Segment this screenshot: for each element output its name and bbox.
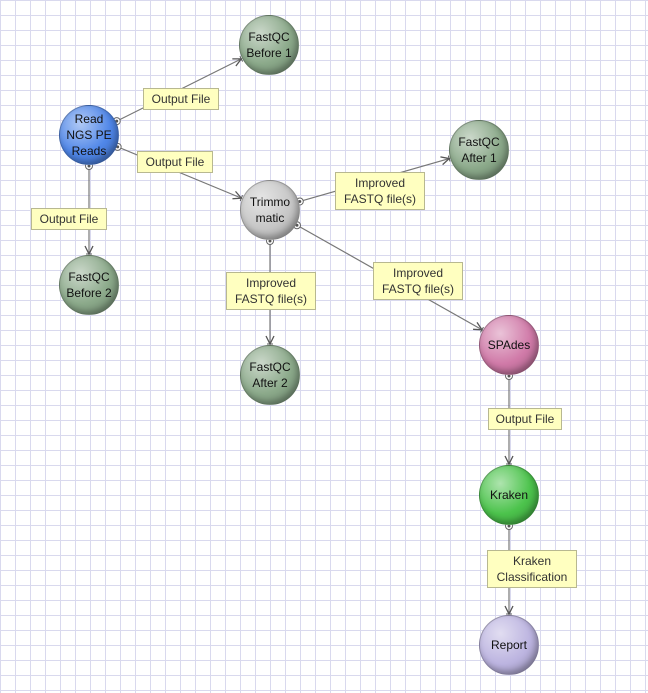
node-fastqc-after-2[interactable]: FastQC After 2 (240, 345, 300, 405)
edge-label-trimmomatic-spades[interactable]: Improved FASTQ file(s) (373, 262, 463, 300)
node-fastqc-before-1[interactable]: FastQC Before 1 (239, 15, 299, 75)
edge-label-trimmomatic-fastqc-after-1[interactable]: Improved FASTQ file(s) (335, 172, 425, 210)
node-read-ngs-pe-reads[interactable]: Read NGS PE Reads (59, 105, 119, 165)
node-label: FastQC Before 1 (246, 30, 292, 60)
node-label: SPAdes (487, 338, 531, 352)
edge-label-read-trimmomatic[interactable]: Output File (137, 151, 213, 173)
edge-label-spades-kraken[interactable]: Output File (488, 408, 562, 430)
node-fastqc-after-1[interactable]: FastQC After 1 (449, 120, 509, 180)
edge-target-port (447, 155, 451, 162)
edge-source-port-dot (87, 164, 91, 168)
edge-source-port-dot (268, 239, 272, 243)
edge-source-port-dot (507, 524, 511, 528)
node-trimmomatic[interactable]: Trimmo matic (240, 180, 300, 240)
edge-source-port-dot (507, 374, 511, 378)
node-kraken[interactable]: Kraken (479, 465, 539, 525)
node-label: Read NGS PE Reads (66, 112, 112, 158)
node-label: Report (490, 638, 528, 652)
edge-label-read-fastqc-before-1[interactable]: Output File (143, 88, 219, 110)
node-label: FastQC After 1 (458, 135, 500, 165)
node-label: FastQC After 2 (249, 360, 291, 390)
edge-label-kraken-report[interactable]: Kraken Classification (487, 550, 577, 588)
node-spades[interactable]: SPAdes (479, 315, 539, 375)
edge-source-port-dot (116, 145, 120, 149)
node-label: FastQC Before 2 (66, 270, 112, 300)
node-fastqc-before-2[interactable]: FastQC Before 2 (59, 255, 119, 315)
node-label: Trimmo matic (249, 195, 291, 225)
edge-label-read-fastqc-before-2[interactable]: Output File (31, 208, 107, 230)
node-report[interactable]: Report (479, 615, 539, 675)
node-label: Kraken (489, 488, 529, 502)
edge-target-port (239, 55, 244, 62)
edge-label-trimmomatic-fastqc-after-2[interactable]: Improved FASTQ file(s) (226, 272, 316, 310)
